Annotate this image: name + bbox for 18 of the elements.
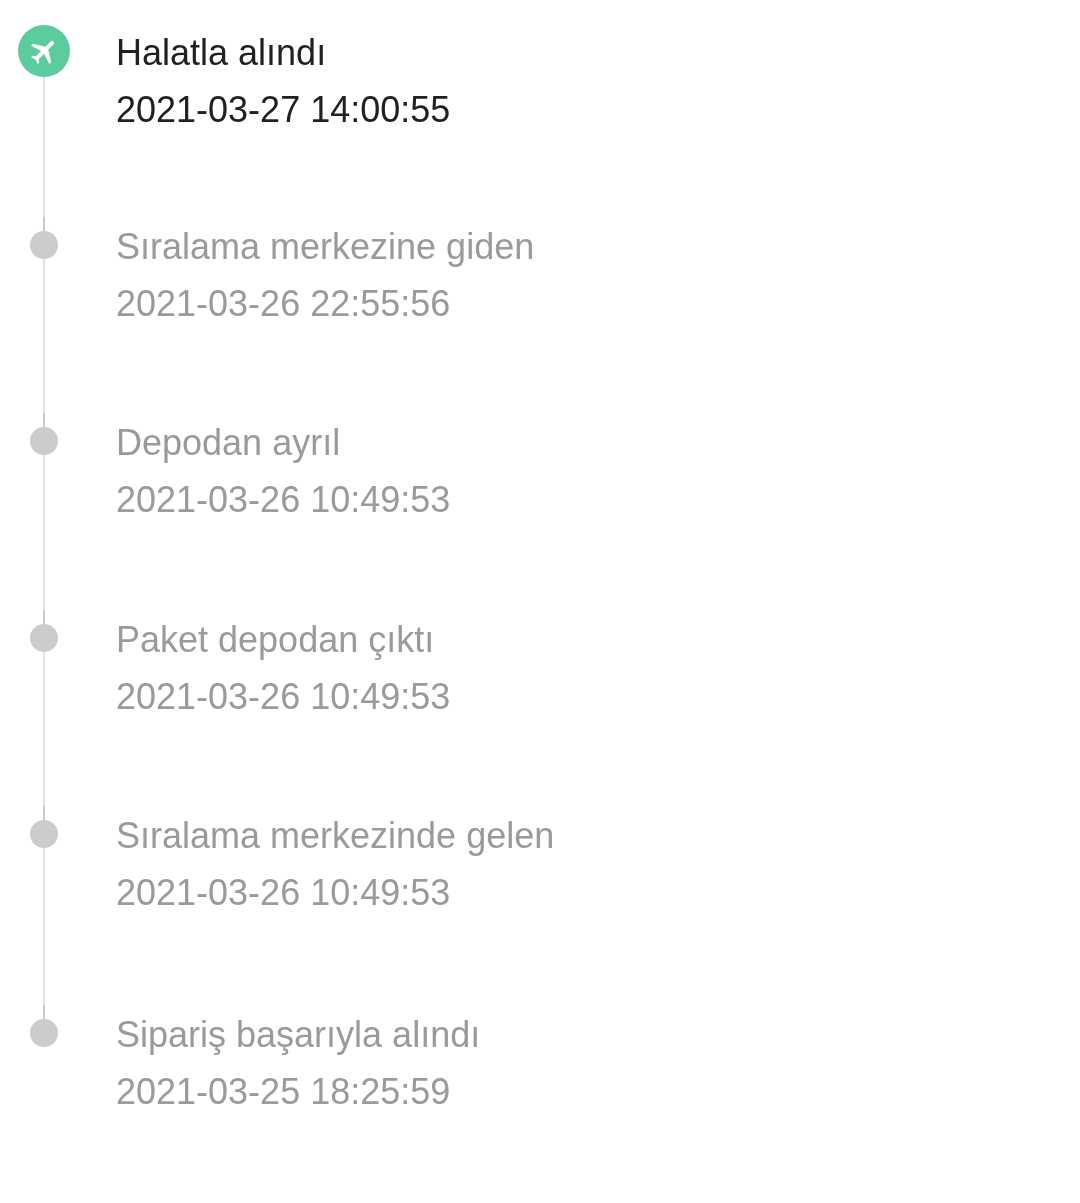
status-title: Sipariş başarıyla alındı (116, 1013, 481, 1057)
status-title: Sıralama merkezine giden (116, 225, 535, 269)
timestamp: 2021-03-26 10:49:53 (116, 871, 451, 915)
status-dot-icon (30, 231, 58, 259)
timestamp: 2021-03-26 10:49:53 (116, 675, 451, 719)
status-dot-icon (30, 1019, 58, 1047)
status-dot-icon (30, 427, 58, 455)
status-title: Paket depodan çıktı (116, 618, 435, 662)
timestamp: 2021-03-26 22:55:56 (116, 282, 451, 326)
timestamp: 2021-03-26 10:49:53 (116, 478, 451, 522)
status-title: Sıralama merkezinde gelen (116, 814, 555, 858)
status-title: Depodan ayrıl (116, 421, 341, 465)
timestamp: 2021-03-27 14:00:55 (116, 88, 451, 132)
status-dot-icon (30, 624, 58, 652)
status-title: Halatla alındı (116, 31, 327, 75)
timestamp: 2021-03-25 18:25:59 (116, 1070, 451, 1114)
airplane-icon (18, 25, 70, 77)
status-dot-icon (30, 820, 58, 848)
